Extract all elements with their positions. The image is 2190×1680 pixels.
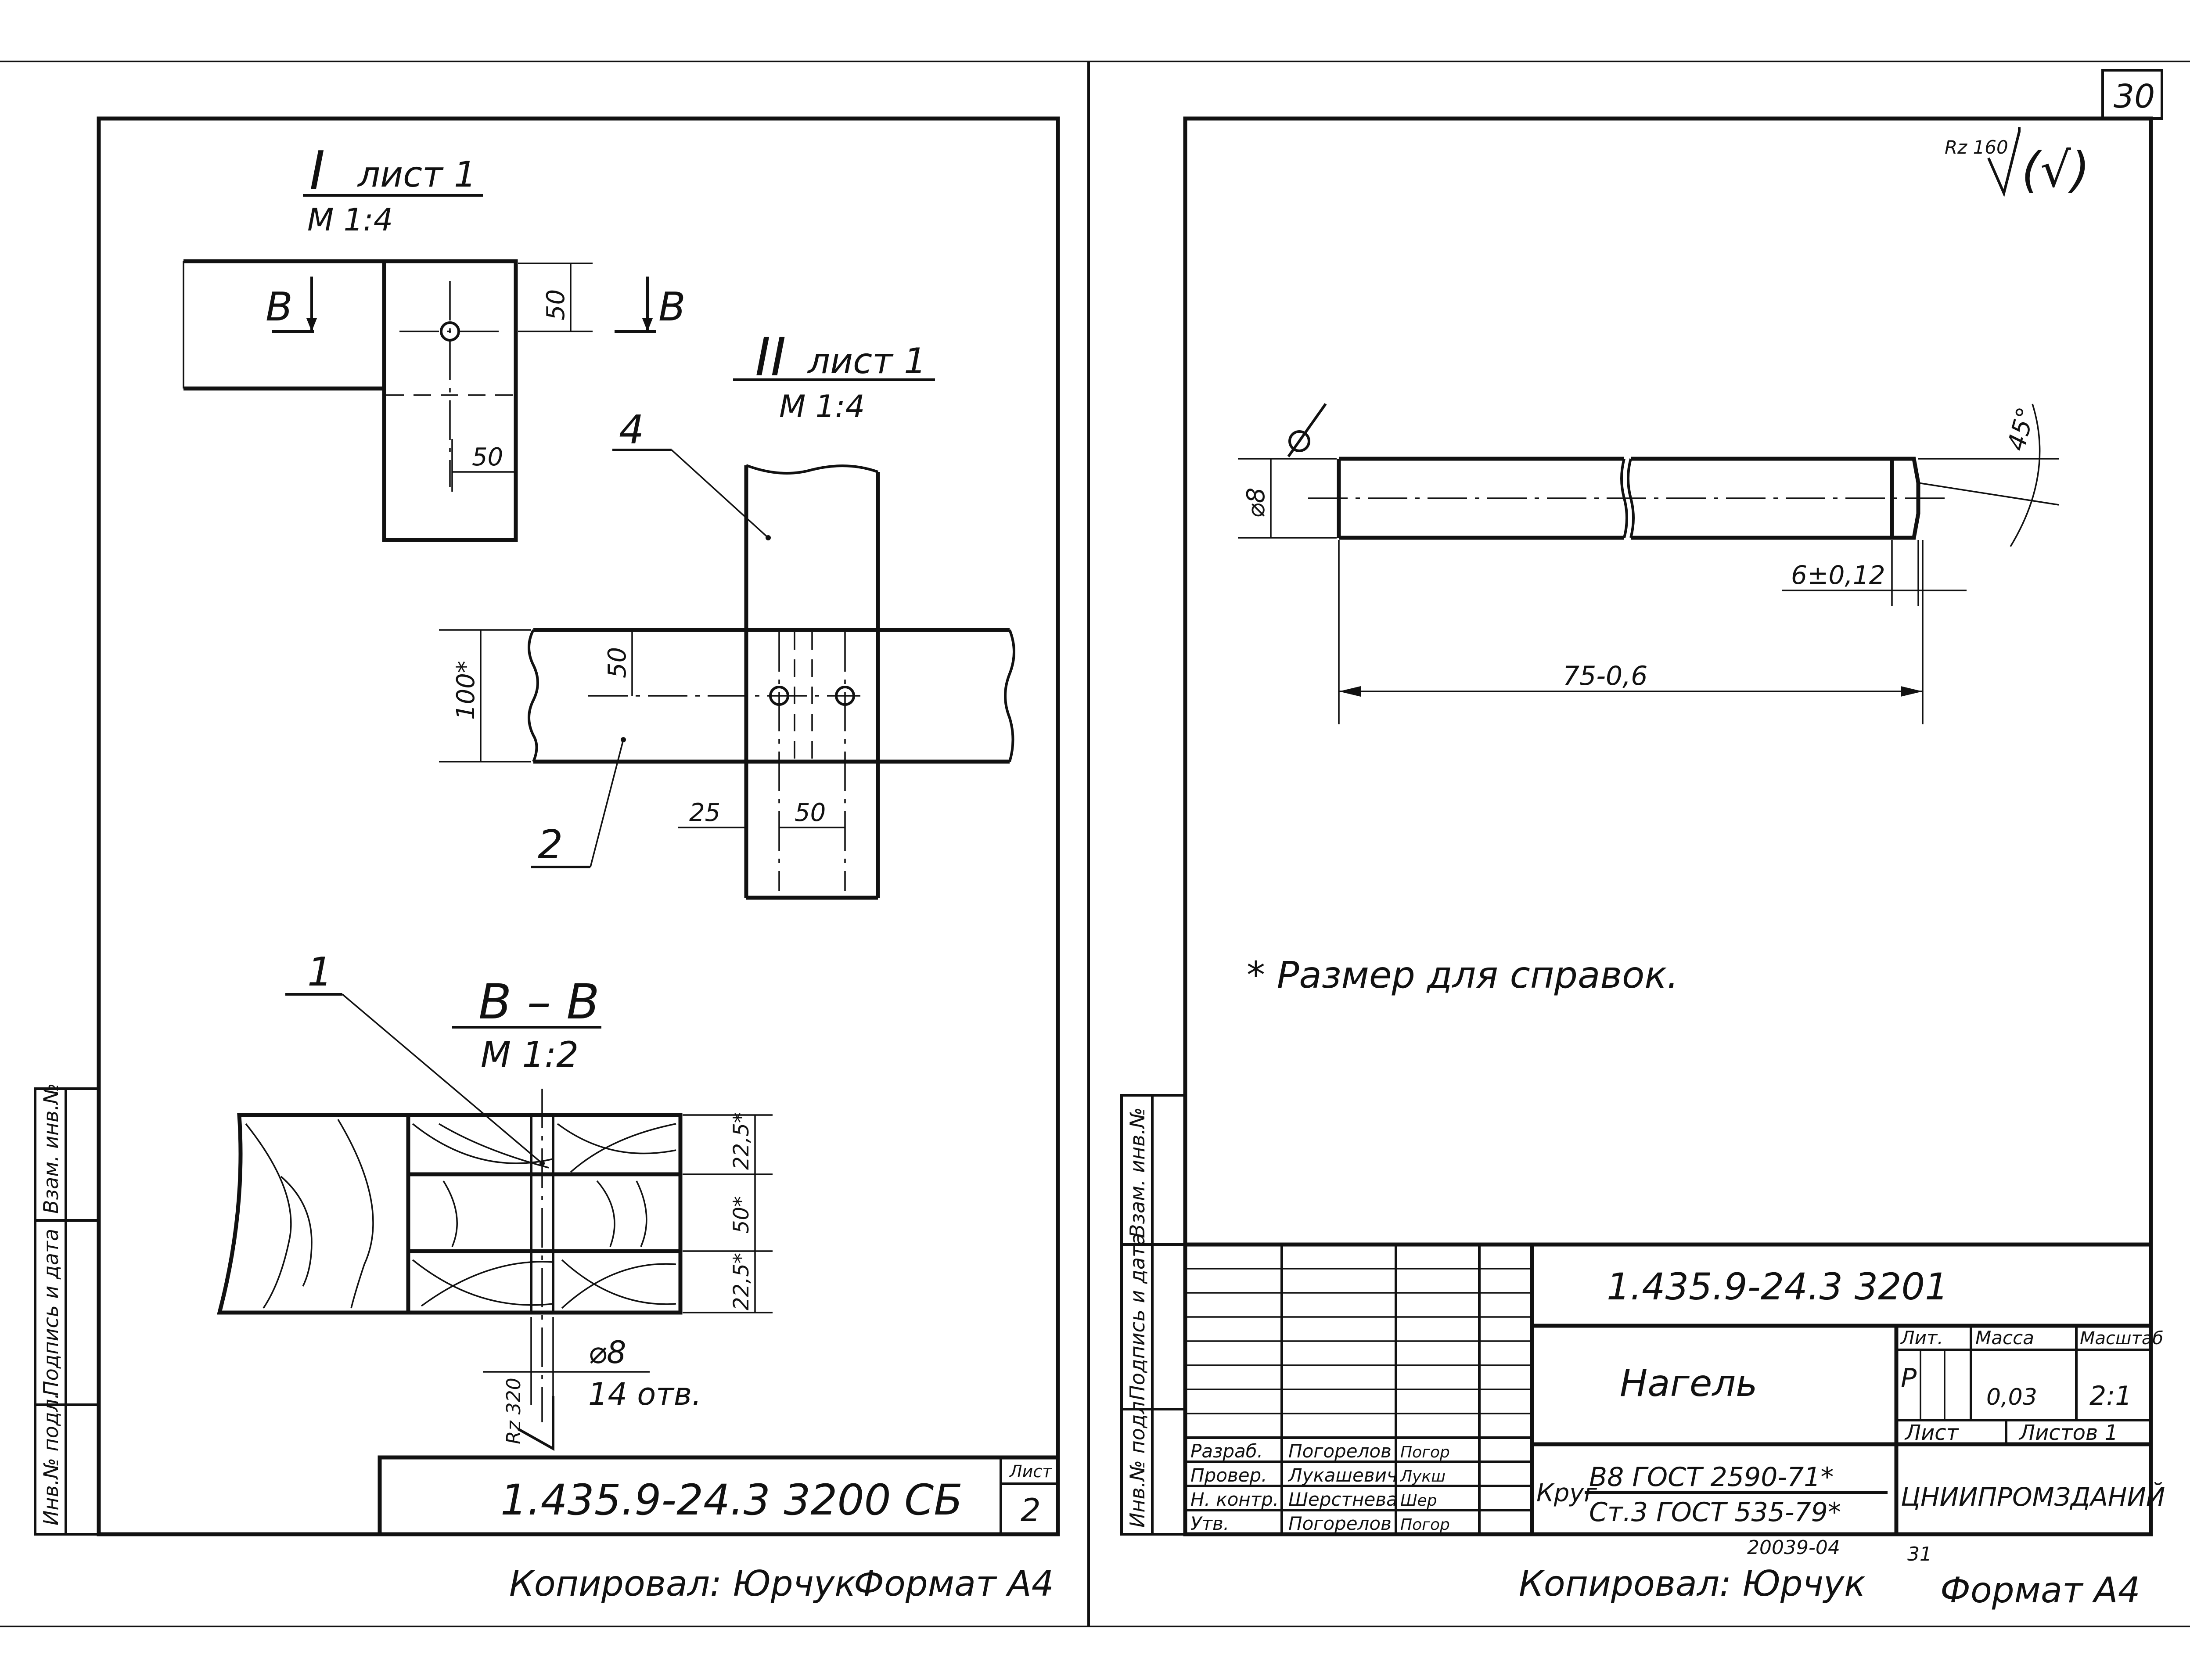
section-scale: М 1:2 [481,1034,579,1075]
peg-elevation: ⌀8 45° 6±0,12 75-0,6 [1238,403,2059,724]
left-sheet-number: 2 [1021,1492,1041,1529]
role-3: Утв. [1190,1513,1229,1534]
hole-count: 14 отв. [588,1376,701,1412]
dim-50-middle: 50* [729,1196,754,1234]
right-copied-by: Копировал: Юрчук [1519,1563,1866,1604]
sign-0: Погор [1400,1443,1450,1461]
view-I-numeral: I [309,140,325,201]
name-1: Лукашевич [1287,1464,1398,1486]
dim-22-5-bottom: 22,5* [729,1253,754,1310]
role-1: Провер. [1190,1464,1267,1486]
mass-value: 0,03 [1986,1384,2037,1410]
view-I-hole [440,321,460,342]
name-2: Шерстнева [1288,1489,1398,1510]
sign-3: Погор [1400,1516,1450,1534]
view-I-label: лист 1 [357,154,476,195]
side-cell-inv: Инв.№ подл. [39,1392,63,1525]
hole-diameter: ⌀8 [588,1335,626,1371]
organization: ЦНИИПРОМЗДАНИЙ [1901,1482,2165,1512]
sign-2: Шер [1400,1492,1437,1510]
roughness-rz160: Rz 160 [1945,137,2008,158]
dim-angle: 45° [2002,404,2041,454]
callout-2: 2 [538,822,563,868]
section-mark-left: B [266,284,293,330]
scale-value: 2:1 [2089,1381,2132,1411]
dim-diameter: ⌀8 [1242,488,1270,518]
right-side-strip: Инв.№ подл. Подпись и дата Взам. инв.№ [1120,1094,1187,1536]
archive-number: 20039-04 [1747,1536,1840,1559]
dim-length: 75-0,6 [1563,661,1647,691]
role-0: Разраб. [1190,1440,1263,1462]
left-drawing: Инв.№ подл. Подпись и дата Взам. инв.№ I… [34,116,1060,1604]
col-mass: Масса [1975,1327,2034,1349]
section-title: B – B [478,974,600,1030]
left-side-strip: Инв.№ подл. Подпись и дата Взам. инв.№ [34,1083,100,1536]
section-mark-right: B [658,284,686,330]
role-2: Н. контр. [1190,1489,1279,1510]
left-copied-by: Копировал: Юрчук [509,1563,856,1604]
material-line-1: В8 ГОСТ 2590-71* [1589,1462,1834,1493]
view-II: II лист 1 М 1:4 100 [439,327,1015,900]
reference-note: * Размер для справок. [1247,953,1679,996]
section-BB: B – B М 1:2 1 [217,949,773,1451]
view-I: I лист 1 М 1:4 B B 50 [183,140,686,542]
view-II-hole-2 [835,686,855,706]
callout-1: 1 [307,949,332,995]
roughness-paren: (√) [2021,142,2090,198]
right-format: Формат А4 [1940,1570,2140,1611]
sheets-label: Листов 1 [2018,1421,2118,1445]
view-II-scale: М 1:4 [779,389,865,424]
roughness-rz320: Rz 320 [503,1378,525,1444]
right-side-cell-inv: Инв.№ подл. [1126,1395,1149,1528]
left-stamp: 1.435.9-24.3 3200 СБ Лист 2 [378,1455,1060,1536]
name-3: Погорелов [1288,1513,1392,1534]
dim-chamfer: 6±0,12 [1791,560,1885,590]
left-format: Формат А4 [854,1563,1054,1604]
part-name: Нагель [1620,1362,1758,1405]
view-II-label: лист 1 [807,341,926,381]
side-cell-replace: Взам. инв.№ [39,1083,63,1214]
name-0: Погорелов [1288,1440,1392,1462]
dim-50-top: 50 [542,289,570,320]
callout-4: 4 [619,407,644,453]
dim-50-side: 50 [472,443,503,471]
dim-50-II-vertical: 50 [603,647,632,678]
right-side-cell-sign: Подпись и дата [1126,1233,1149,1400]
view-I-scale: М 1:4 [307,202,393,238]
dim-22-5-top: 22,5* [729,1112,754,1170]
right-frame [1183,116,2153,1536]
side-cell-sign: Подпись и дата [39,1229,63,1396]
dim-50-II-horizontal: 50 [795,799,826,827]
title-block: Разраб. Погорелов Погор Провер. Лукашеви… [1183,1242,2165,1536]
col-lit: Лит. [1900,1327,1943,1349]
drawing-code: 1.435.9-24.3 3201 [1607,1265,1948,1308]
view-II-hole-1 [769,686,789,706]
sign-1: Лукш [1399,1468,1446,1486]
left-drawing-code: 1.435.9-24.3 3200 СБ [500,1475,963,1525]
archive-sheet: 31 [1907,1543,1932,1565]
left-sheet-label: Лист [1009,1462,1053,1481]
dim-100: 100* [452,661,480,720]
page-number: 30 [2114,78,2155,115]
right-side-cell-replace: Взам. инв.№ [1126,1107,1149,1238]
col-scale: Масштаб [2080,1328,2163,1349]
right-drawing: 30 Инв.№ подл. Подпись и дата Взам. инв.… [1120,69,2165,1611]
dim-25: 25 [689,799,720,827]
sheet-label: Лист [1904,1421,1960,1445]
view-II-numeral: II [755,327,786,388]
material-line-2: Ст.3 ГОСТ 535-79* [1589,1497,1841,1528]
lit-value: Р [1901,1363,1917,1394]
